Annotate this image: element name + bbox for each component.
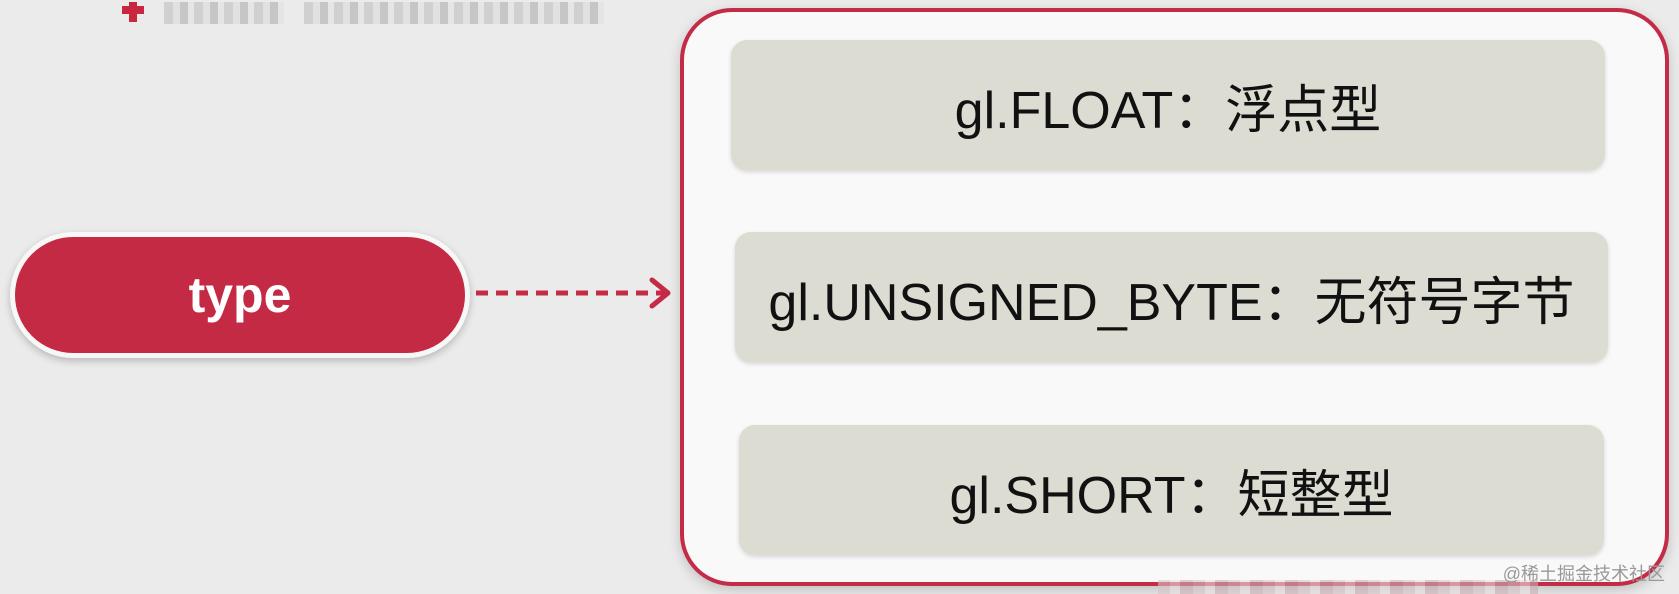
option-float-label: gl.FLOAT：浮点型 <box>954 81 1382 140</box>
top-blurred-caption <box>122 0 604 26</box>
option-short-label: gl.SHORT：短整型 <box>949 466 1394 525</box>
blurred-text-segment <box>304 2 604 24</box>
blurred-bottom-caption <box>1158 580 1538 594</box>
blurred-text-segment <box>164 2 284 24</box>
type-concept-label: type <box>188 267 292 323</box>
type-options-panel: gl.FLOAT：浮点型 gl.UNSIGNED_BYTE：无符号字节 gl.S… <box>680 8 1669 586</box>
option-unsigned-byte-label: gl.UNSIGNED_BYTE：无符号字节 <box>768 273 1575 332</box>
type-concept-pill: type <box>10 232 470 358</box>
dashed-arrow-right-icon <box>476 277 671 309</box>
option-short: gl.SHORT：短整型 <box>739 425 1604 555</box>
option-unsigned-byte: gl.UNSIGNED_BYTE：无符号字节 <box>735 232 1608 362</box>
red-plus-mark-icon <box>122 2 144 24</box>
option-float: gl.FLOAT：浮点型 <box>731 40 1605 170</box>
watermark: @稀土掘金技术社区 <box>1502 564 1665 584</box>
